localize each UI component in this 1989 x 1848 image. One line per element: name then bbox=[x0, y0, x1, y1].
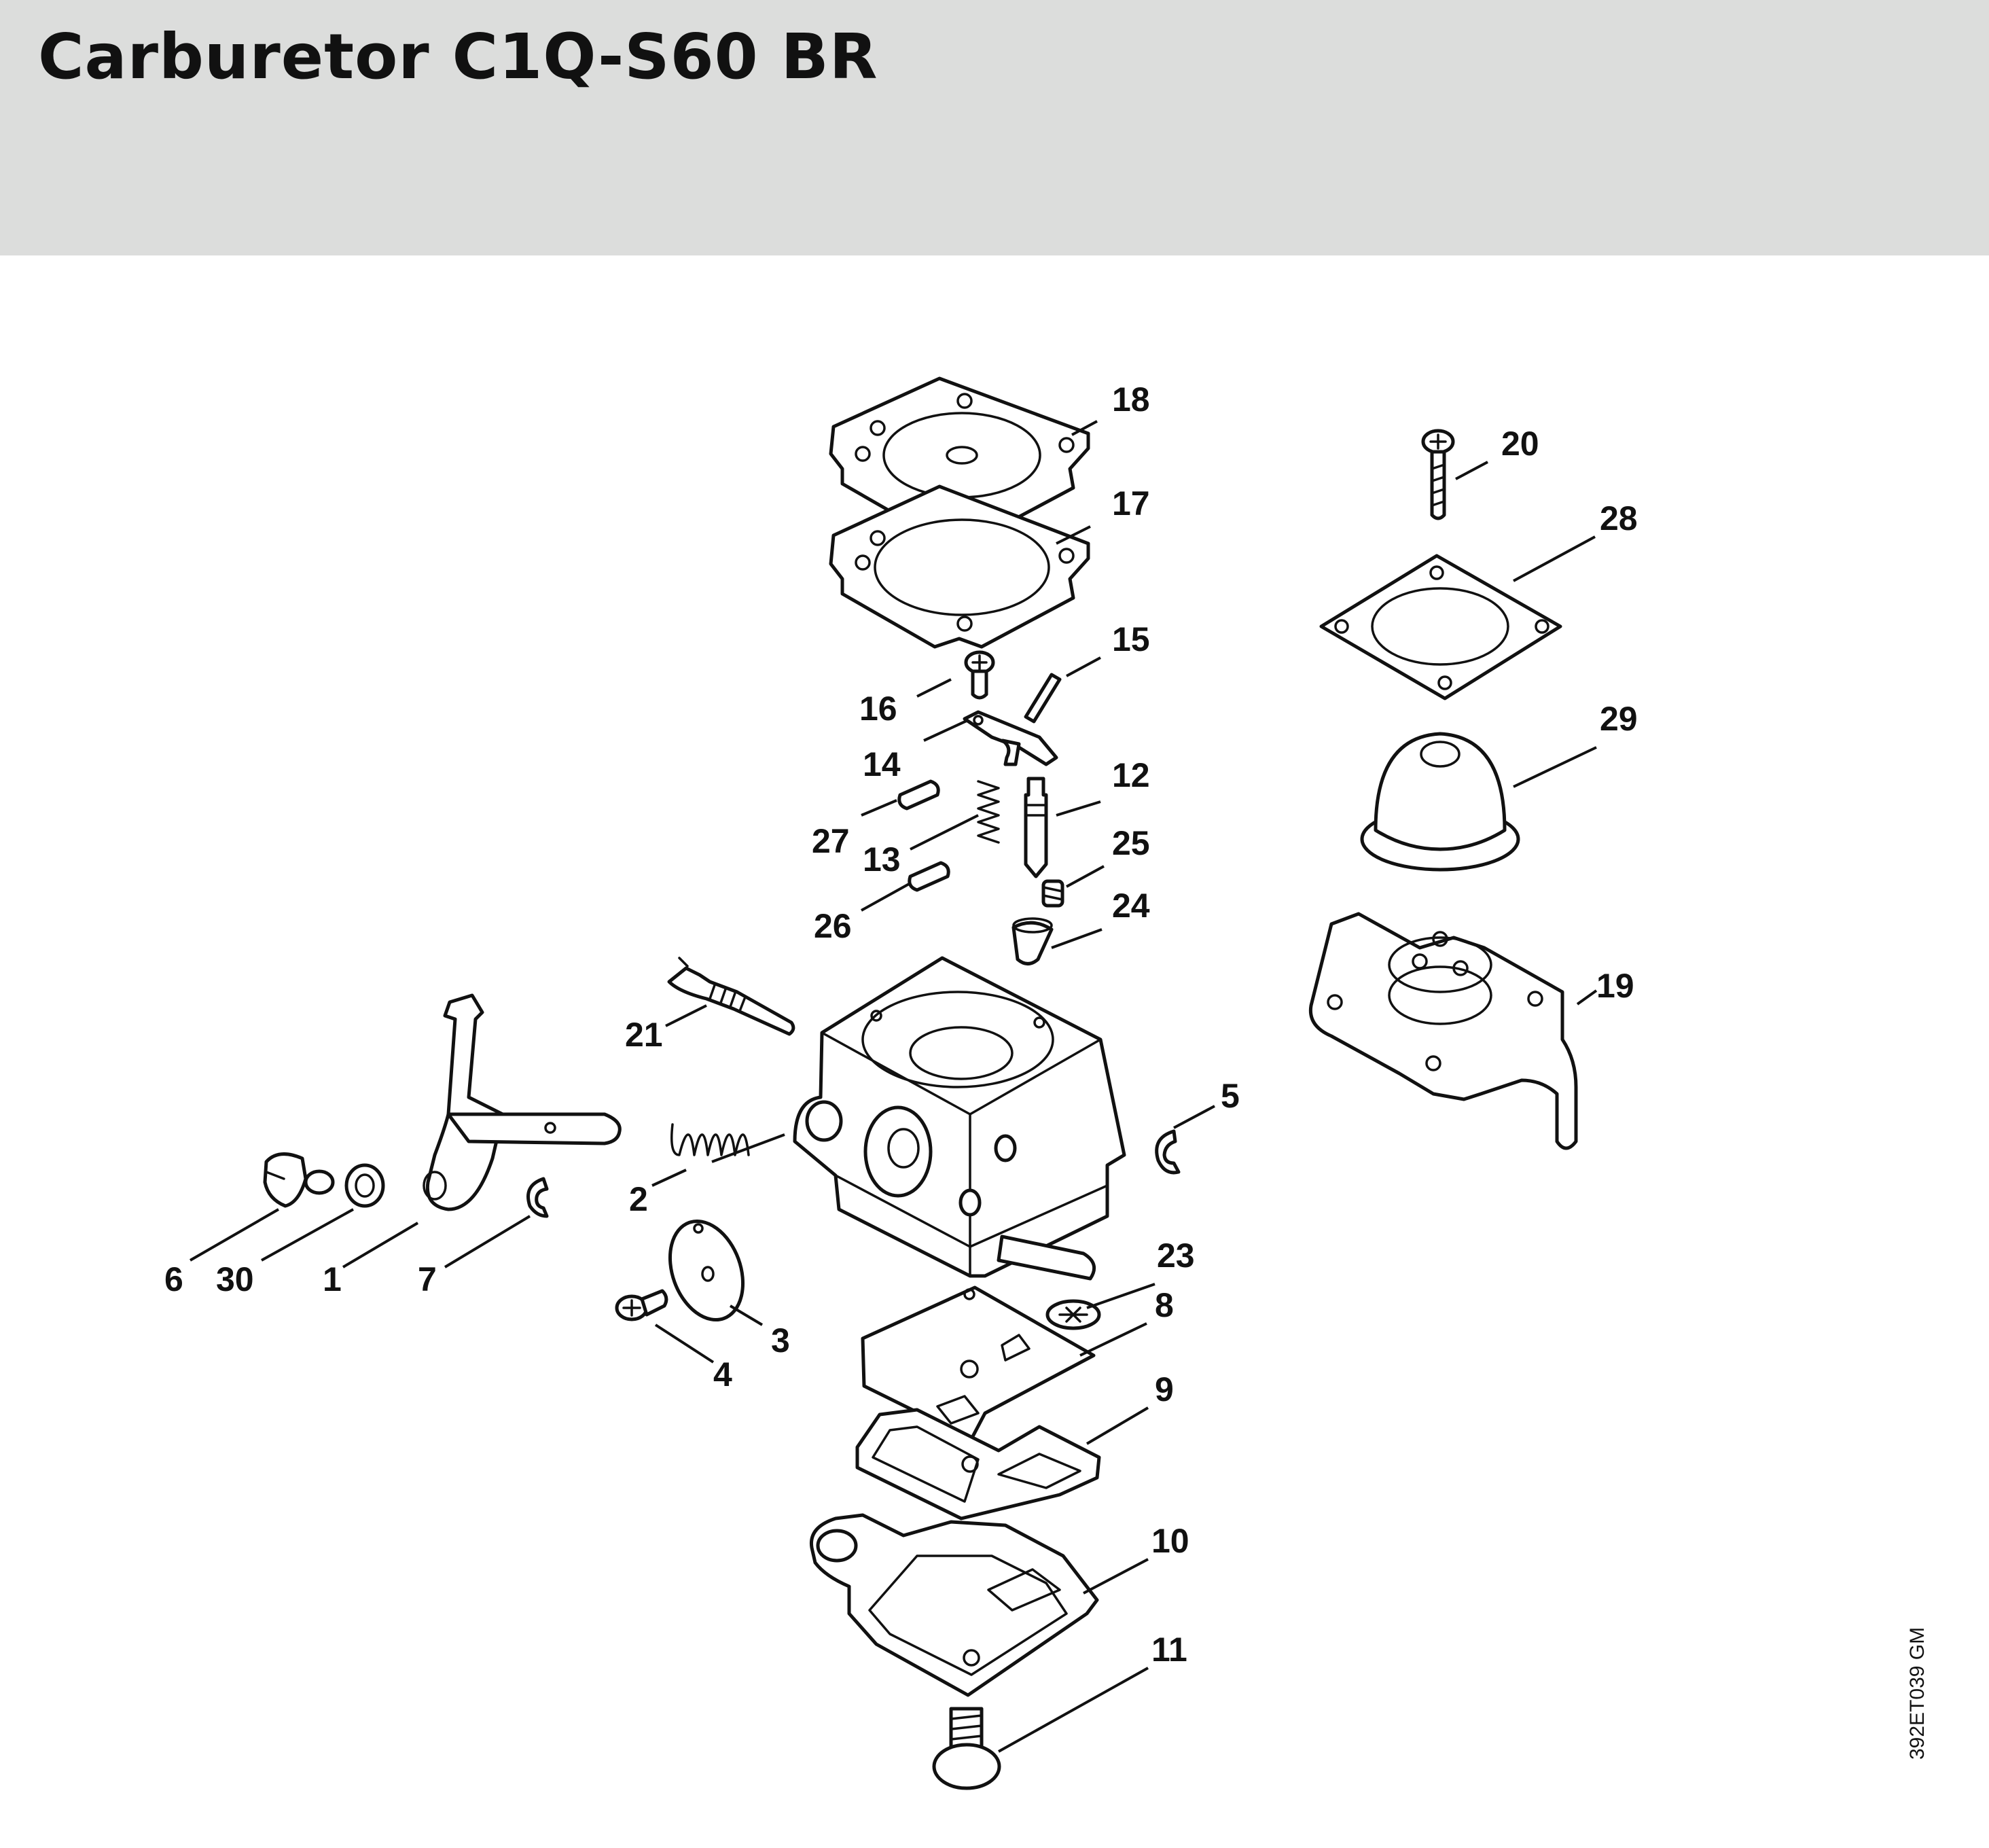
callout-1: 1 bbox=[323, 1260, 342, 1298]
callout-7: 7 bbox=[418, 1260, 437, 1298]
part-15-pin bbox=[1024, 673, 1062, 724]
part-3-cover-disk bbox=[668, 1219, 745, 1322]
part-9-gasket bbox=[855, 1408, 1101, 1521]
part-14-lever bbox=[963, 710, 1058, 766]
part-7-e-clip bbox=[526, 1177, 549, 1218]
callout-15: 15 bbox=[1112, 620, 1150, 658]
part-2-spring bbox=[670, 1123, 750, 1156]
part-26-plug bbox=[908, 861, 950, 892]
part-25-spring bbox=[1041, 879, 1064, 908]
callout-labels: 18 17 20 28 15 16 14 29 12 27 13 25 26 2… bbox=[164, 380, 1638, 1669]
callout-21: 21 bbox=[625, 1016, 663, 1054]
part-6-screw bbox=[263, 1152, 335, 1208]
callout-12: 12 bbox=[1112, 756, 1150, 794]
callout-25: 25 bbox=[1112, 824, 1150, 862]
part-5-e-clip bbox=[1155, 1129, 1181, 1175]
part-20-screw bbox=[1421, 429, 1455, 520]
part-24-nozzle bbox=[1011, 917, 1054, 965]
callout-10: 10 bbox=[1151, 1522, 1189, 1560]
part-1-throttle-shaft bbox=[423, 993, 622, 1211]
callout-19: 19 bbox=[1596, 967, 1634, 1005]
page-title: Carburetor C1Q-S60 BR bbox=[38, 20, 878, 93]
part-30-washer bbox=[344, 1163, 385, 1208]
callout-4: 4 bbox=[713, 1355, 732, 1393]
callout-24: 24 bbox=[1112, 887, 1150, 925]
part-21-adjust-screw bbox=[667, 957, 795, 1036]
callout-29: 29 bbox=[1600, 700, 1638, 738]
callout-30: 30 bbox=[216, 1260, 254, 1298]
callout-23: 23 bbox=[1157, 1237, 1195, 1275]
part-23-filter-screen bbox=[1045, 1299, 1101, 1330]
callout-11: 11 bbox=[1151, 1631, 1187, 1669]
part-11-screw bbox=[932, 1707, 1001, 1790]
part-19-pump-cover bbox=[1308, 912, 1578, 1150]
part-4-screw bbox=[615, 1289, 668, 1321]
part-29-primer-bulb bbox=[1360, 732, 1520, 872]
callout-13: 13 bbox=[863, 840, 901, 878]
part-10-pump-diaphragm bbox=[809, 1513, 1099, 1697]
callout-14: 14 bbox=[863, 745, 901, 783]
callout-18: 18 bbox=[1112, 380, 1150, 419]
callout-9: 9 bbox=[1155, 1370, 1174, 1408]
header-band: Carburetor C1Q-S60 BR bbox=[0, 0, 1989, 255]
callout-17: 17 bbox=[1112, 484, 1150, 522]
callout-5: 5 bbox=[1221, 1077, 1240, 1115]
callout-26: 26 bbox=[814, 907, 852, 945]
callout-2: 2 bbox=[629, 1180, 648, 1218]
callout-3: 3 bbox=[771, 1321, 790, 1360]
part-28-gasket bbox=[1319, 554, 1562, 700]
callout-28: 28 bbox=[1600, 499, 1638, 537]
callout-20: 20 bbox=[1501, 425, 1539, 463]
drawing-code: 392ET039 GM bbox=[1906, 1627, 1929, 1760]
callout-27: 27 bbox=[812, 822, 850, 860]
part-8-metering-diaphragm bbox=[861, 1285, 1096, 1441]
part-16-screw bbox=[964, 650, 995, 700]
part-27-plug bbox=[897, 779, 940, 811]
part-13-spring bbox=[977, 780, 1000, 844]
part-12-needle-valve bbox=[1024, 777, 1048, 878]
callout-8: 8 bbox=[1155, 1286, 1174, 1324]
part-18-diaphragm-cover bbox=[829, 376, 1090, 539]
callout-16: 16 bbox=[859, 690, 897, 728]
callout-6: 6 bbox=[164, 1260, 183, 1298]
part-17-gasket bbox=[829, 484, 1090, 649]
carburetor-body bbox=[793, 956, 1126, 1281]
leader-lines bbox=[190, 420, 1598, 1753]
